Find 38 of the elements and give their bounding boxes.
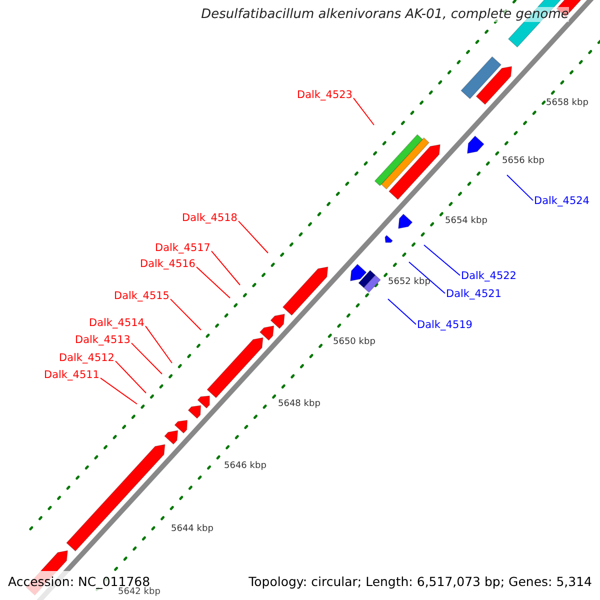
leader-line: [100, 378, 138, 404]
gene-label: Dalk_4519: [417, 319, 472, 332]
leader-line: [388, 298, 416, 325]
axis-tick-label: 5654 kbp: [445, 216, 488, 226]
axis-tick-label: 5658 kbp: [546, 98, 588, 108]
gene-label: Dalk_4511: [44, 369, 100, 382]
leader-line: [211, 250, 240, 286]
leader-line: [170, 298, 202, 330]
gene-label: Dalk_4514: [89, 317, 144, 330]
leader-line: [238, 220, 268, 254]
leader-line: [131, 342, 162, 374]
axis-tick-label: 5642 kbp: [118, 587, 160, 598]
leader-line: [408, 262, 446, 294]
axis-tick-label: 5648 kbp: [278, 399, 320, 410]
title: Desulfatibacillum alkenivorans AK-01, complete genome: [201, 7, 569, 22]
gene-label: Dalk_4518: [182, 212, 238, 224]
axis-tick-label: 5644 kbp: [171, 524, 214, 534]
axis-tick-label: 5650 kbp: [333, 337, 376, 348]
gene-label: Dalk_4524: [534, 195, 590, 208]
leader-line: [424, 244, 460, 276]
axis-tick-label: 5646 kbp: [224, 461, 266, 472]
axis-tick-label: 5652 kbp: [388, 277, 430, 288]
footer-text: Accession: NC_011768: [8, 575, 150, 589]
leader-line: [115, 360, 146, 394]
leader-line: [506, 174, 534, 201]
gene-label: Dalk_4516: [140, 258, 196, 270]
gene-label: Dalk_4521: [446, 288, 502, 300]
gene-label: Dalk_4515: [114, 290, 170, 302]
leader-line: [145, 326, 172, 364]
gene-label: Dalk_4523: [297, 89, 352, 102]
gene-label: Dalk_4512: [59, 352, 114, 364]
gene-label: Dalk_4522: [461, 270, 516, 282]
axis-tick-label: 5656 kbp: [502, 156, 544, 166]
gene-label: Dalk_4517: [155, 242, 210, 254]
leader-line: [353, 98, 374, 126]
footer-text: Topology: circular; Length: 6,517,073 bp; Genes: 5,314: [248, 575, 592, 590]
gene-label: Dalk_4513: [75, 334, 130, 346]
leader-line: [196, 266, 230, 298]
